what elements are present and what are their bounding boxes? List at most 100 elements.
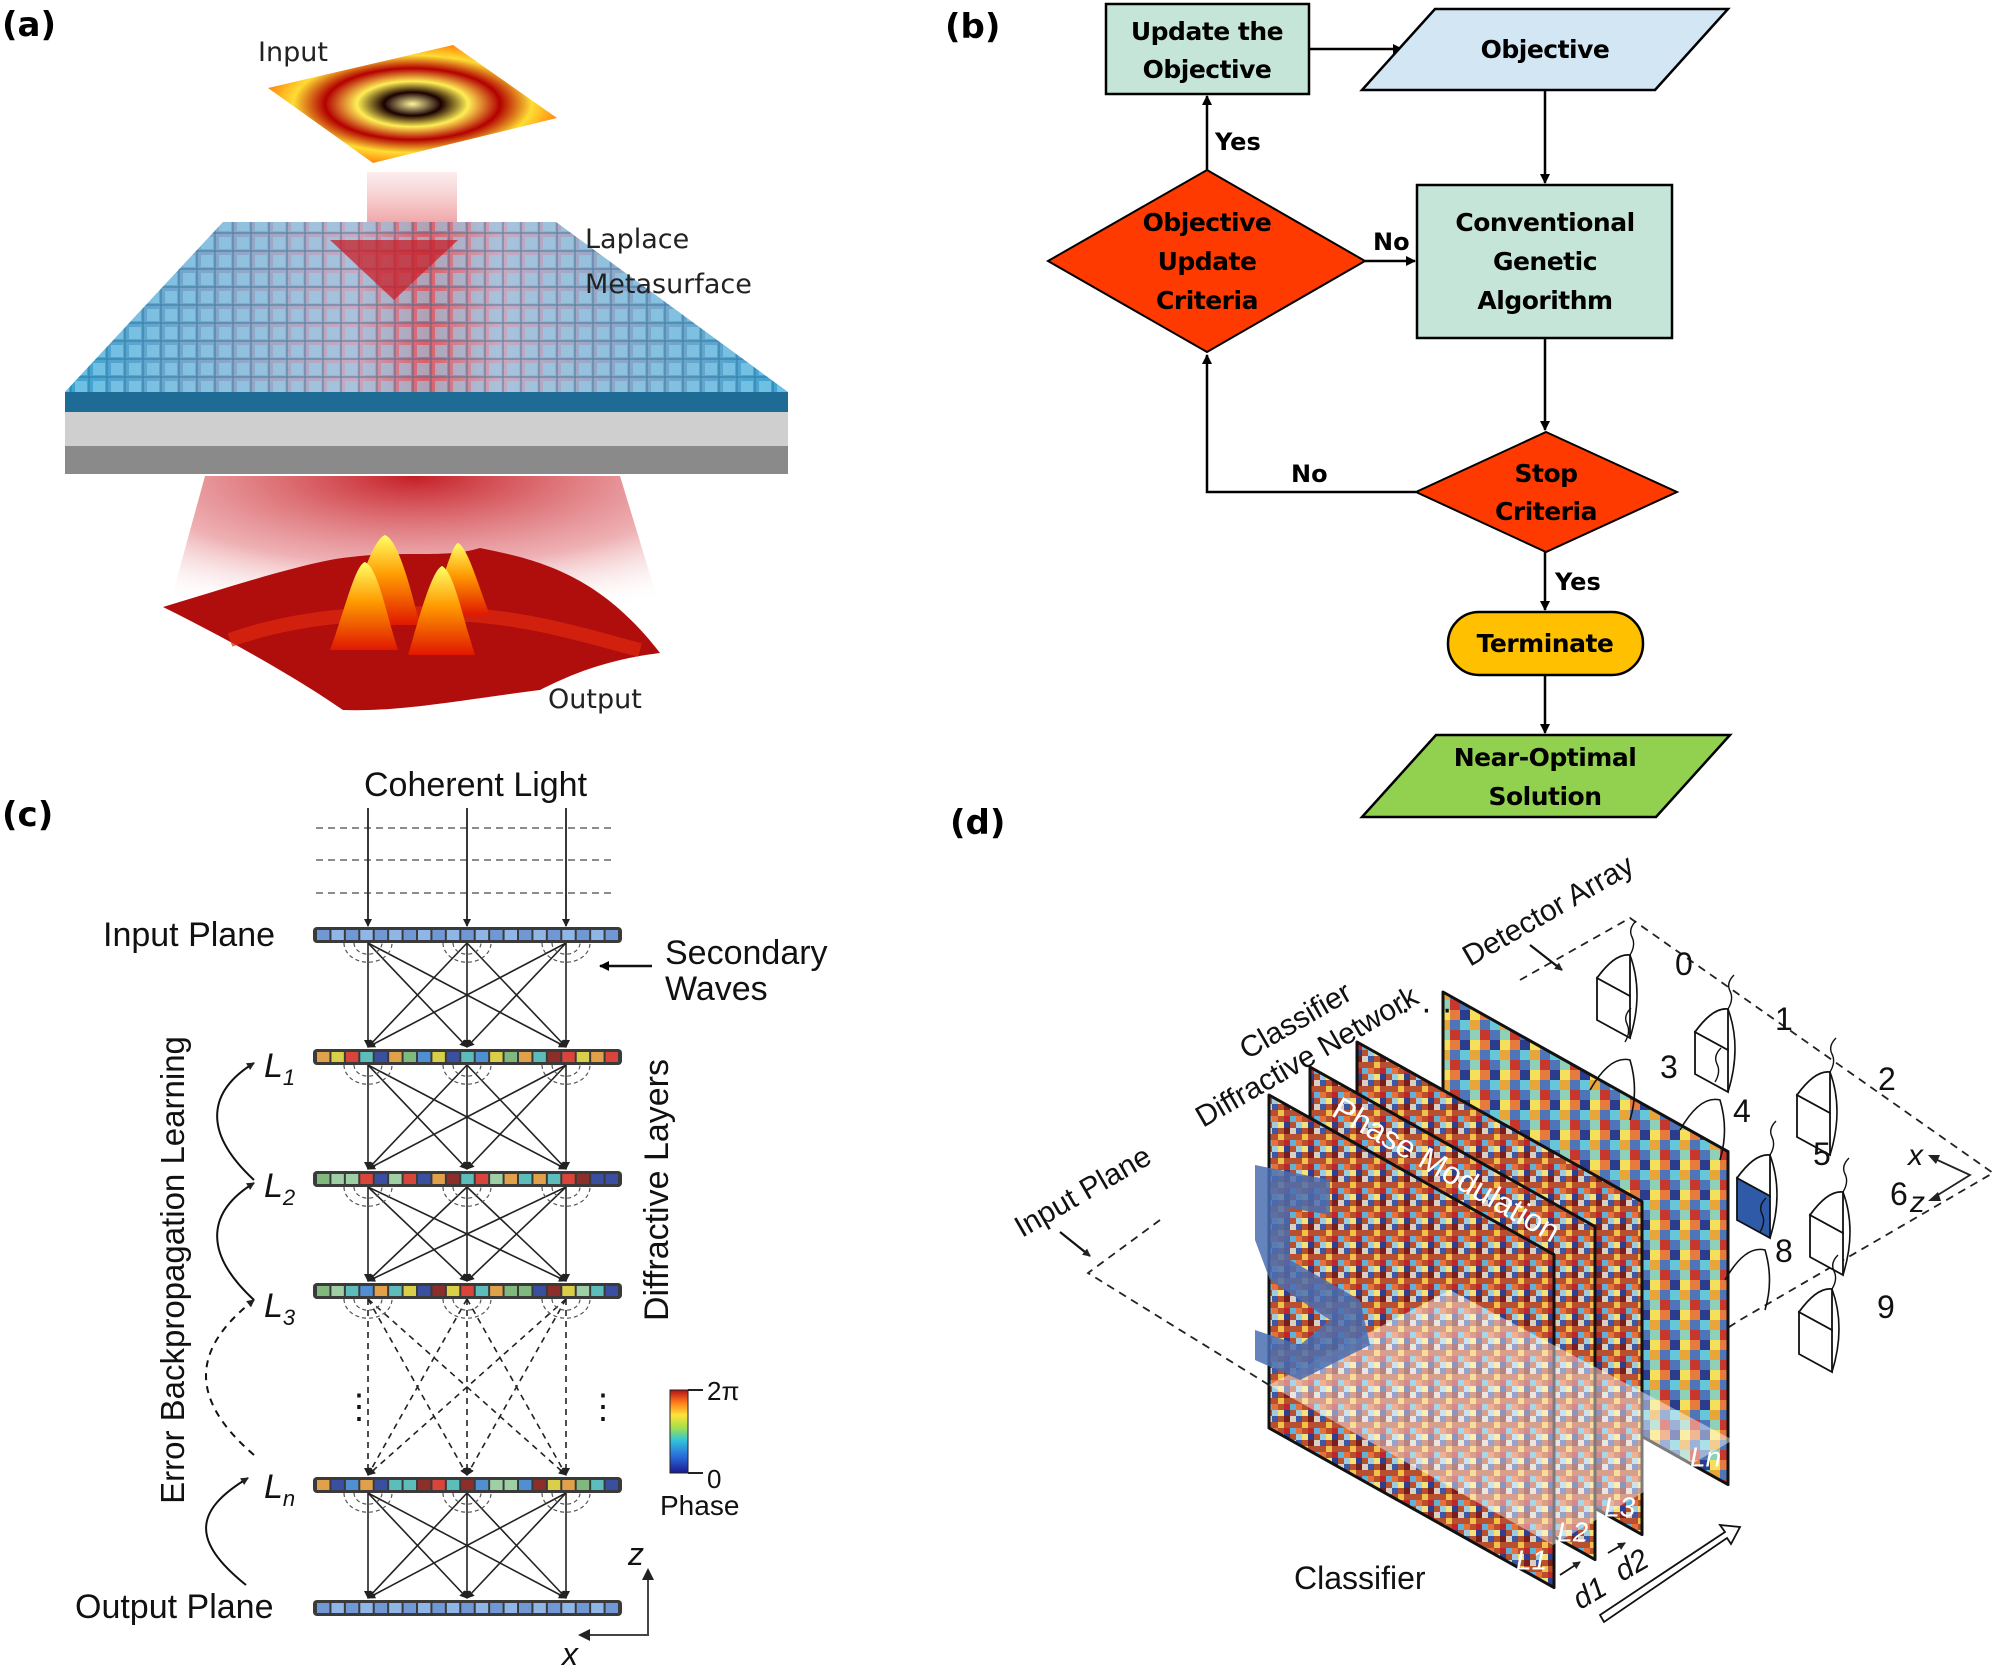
layer-pixel [547,1052,561,1062]
layer-pixel [562,930,575,940]
layer-pixel [519,1286,532,1296]
layer-pixel [389,1174,402,1184]
secondary-wave-arc [353,1186,383,1199]
layer-pixel [461,1603,474,1613]
layer-pixel [432,1480,445,1490]
detector-6: 6 [1808,1157,1908,1277]
layer-pixel [418,1174,431,1184]
layer-pixel [317,1052,330,1062]
layer-pixel [547,1480,561,1490]
secondary-wave-arc [353,1492,383,1505]
layer-label-l1: L1 [264,1047,295,1090]
layer-pixel [331,1286,344,1296]
spacing-d1: d1 [1567,1571,1612,1616]
propagation-ray [367,1298,468,1476]
layer-pixel [576,1286,590,1296]
detector-label: 0 [1675,946,1693,982]
axis-x-label: x [560,1636,579,1669]
output-surface [163,548,660,711]
panel-b: (b) Update the Objective Objective Objec… [945,2,1733,819]
layer-pixel [317,930,330,940]
svg-text:Objective: Objective [1143,55,1272,84]
input-plane-arrow [1059,1231,1091,1257]
layer-pixel [519,1174,532,1184]
layer-pixel [360,930,373,940]
layer-pixel [360,1174,373,1184]
panel-d-label: (d) [950,803,1005,843]
metasurface-label: Metasurface [585,269,752,300]
d-axes: x z [1906,1139,1972,1219]
layer-pixel [591,1480,604,1490]
layer-pixel [345,1480,359,1490]
error-backprop-label: Error Backpropagation Learning [154,1036,191,1504]
secondary-wave-arc [343,942,393,963]
propagation-ray [466,1186,567,1282]
layer-pixel [446,930,460,940]
detector-2: 2 [1795,1037,1896,1157]
layer-pixel [432,1603,445,1613]
input-plane-label: Input Plane [1009,1140,1157,1244]
secondary-wave-arc [353,942,383,955]
layer-pixel [461,1480,474,1490]
propagation-ray [367,1186,468,1282]
layer-pixel [331,1603,344,1613]
layer-pixel [475,1052,489,1062]
layer-pixel [475,1174,489,1184]
layer-pixel [345,1052,359,1062]
propagation-ray [367,1186,567,1282]
svg-text:Update: Update [1158,247,1257,276]
layer-pixel [331,1052,344,1062]
layer-pixel [547,1603,561,1613]
layer-pixel [475,1286,489,1296]
detector-label: 9 [1877,1289,1895,1325]
layer-pixel [605,1052,618,1062]
layer-pixel [591,1286,604,1296]
layer-pixel [432,930,445,940]
detector-9: 9 [1797,1254,1895,1374]
detector-label: 5 [1813,1136,1831,1172]
layer-pixel [504,1286,517,1296]
layer-pixel [533,1480,546,1490]
layer-pixel [360,1286,373,1296]
layer-pixel [389,930,402,940]
layer-pixel [317,1603,330,1613]
phase-colorbar: 2π 0 Phase [660,1376,739,1521]
layer-pixel [331,1174,344,1184]
layer-pixel [504,1174,517,1184]
layer-pixel [345,1286,359,1296]
node-objective-update-criteria: Objective Update Criteria [1045,168,1368,354]
layer-pixel [576,1480,590,1490]
layer-labels: L1 L2 L3 Ln [264,1047,296,1511]
detector-label: 3 [1660,1049,1678,1085]
layer-pixel [403,1174,416,1184]
secondary-wave-arc [541,1064,591,1085]
layer-pixel [345,1603,359,1613]
axis-z-label: z [627,1536,644,1572]
layer-pixel [533,1286,546,1296]
layer-pixel [374,1052,388,1062]
detector-label: 2 [1878,1061,1896,1097]
layer-pixel [331,930,344,940]
edge-label-yes-update: Yes [1214,128,1261,156]
substrate-top [65,412,788,446]
layer-pixel [389,1603,402,1613]
layer-pixel [519,1052,532,1062]
secondary-wave-arc [551,1064,581,1077]
propagation-ray [466,1492,567,1599]
layer-pixel [562,1480,575,1490]
layer-pixel [403,930,416,940]
secondary-wave-arc [452,1064,482,1077]
ellipsis-left: ⋮ [342,1388,376,1426]
secondary-wave-arc [442,1492,492,1513]
input-field-image [268,45,557,163]
layer-pixel [519,1480,532,1490]
layer-pixel [446,1286,460,1296]
diffractive-network [313,927,622,1616]
propagation-ray [367,942,567,1048]
node-update-objective: Update the Objective [1104,2,1311,96]
panel-a: (a) Input Laplace Metasurface Output [2,5,788,715]
layer-pixel [446,1603,460,1613]
secondary-wave-arc [442,942,492,963]
detector-1: 1 [1693,974,1793,1094]
